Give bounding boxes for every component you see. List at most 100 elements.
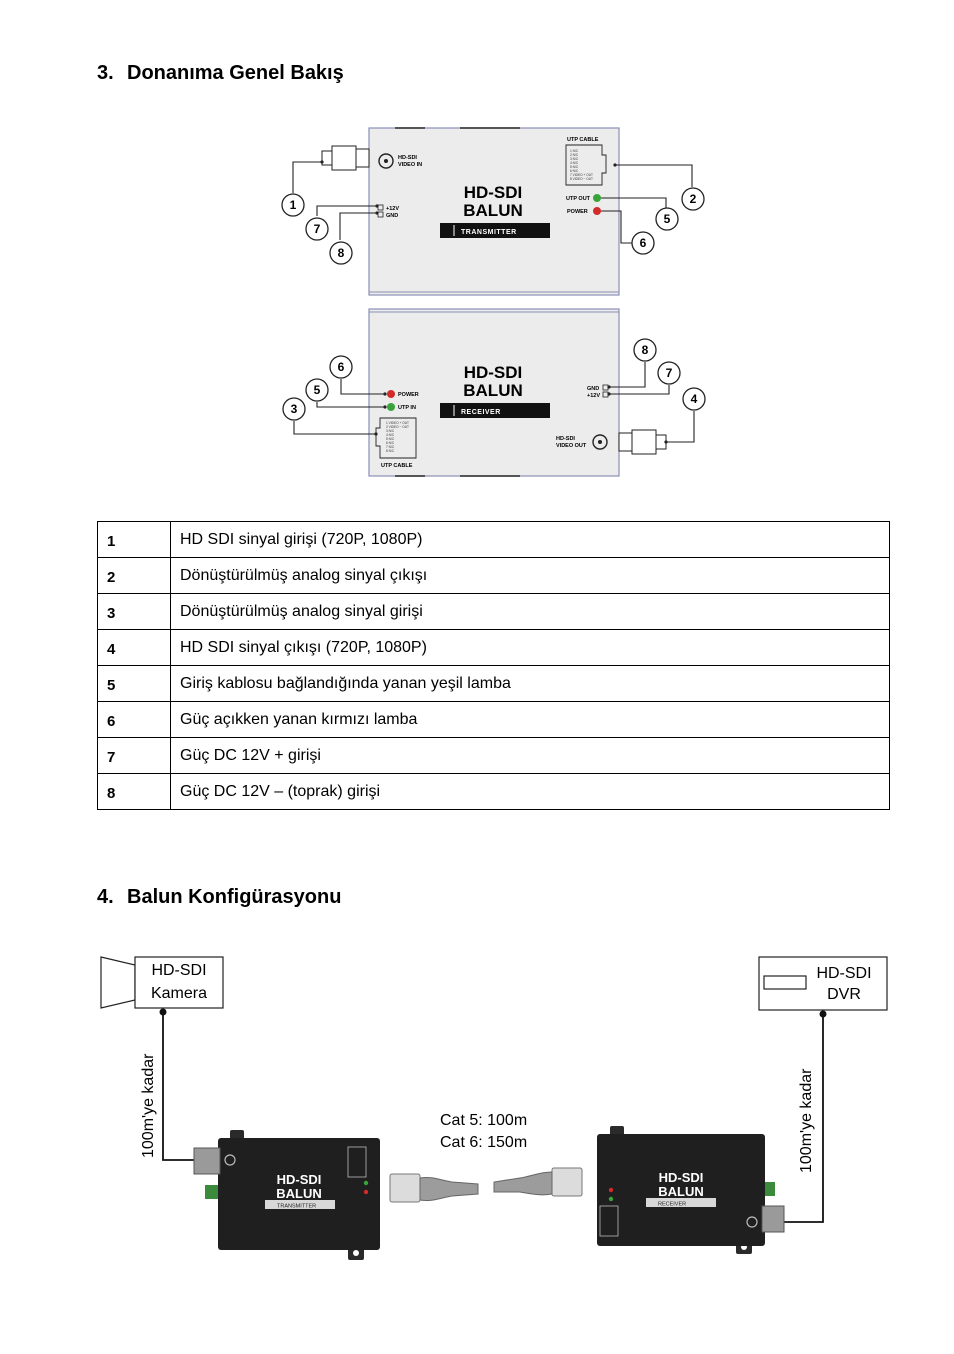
section-title: Balun Konfigürasyonu — [127, 886, 342, 908]
svg-text:6 N/C: 6 N/C — [386, 441, 395, 445]
description-cell: Güç açıkken yanan kırmızı lamba — [170, 701, 890, 738]
cat6-label: Cat 6: 150m — [440, 1134, 527, 1151]
svg-text:7 VIDEO + OUT: 7 VIDEO + OUT — [570, 173, 593, 177]
rx-port-video-l2: VIDEO OUT — [556, 443, 587, 449]
tx-device-badge: TRANSMITTER — [277, 1204, 316, 1210]
callout-8: 8 — [642, 343, 649, 357]
section-title: Donanıma Genel Bakış — [127, 62, 344, 84]
svg-text:8 N/C: 8 N/C — [386, 449, 395, 453]
dvr-label-l1: HD-SDI — [816, 965, 871, 982]
rx-device-model-l1: HD-SDI — [659, 1170, 704, 1185]
svg-text:3 N/C: 3 N/C — [570, 157, 579, 161]
rx-power-gnd: GND — [587, 386, 599, 392]
red-led-icon — [387, 390, 395, 398]
rj45-port-icon — [375, 417, 417, 459]
rx-device-badge: RECEIVER — [658, 1202, 686, 1208]
tx-utp-cable: UTP CABLE — [567, 137, 599, 143]
tx-utp-out: UTP OUT — [566, 196, 591, 202]
svg-text:3 N/C: 3 N/C — [386, 429, 395, 433]
callout-2: 2 — [690, 192, 697, 206]
camera-lens-icon — [100, 956, 136, 1009]
tx-power-plus: +12V — [386, 206, 399, 212]
bnc-port-icon — [378, 153, 394, 169]
bnc-connector-icon — [193, 1147, 221, 1175]
callout-5: 5 — [314, 383, 321, 397]
bnc-connector-icon — [761, 1205, 785, 1233]
transmitter-device: HD-SDI BALUN TRANSMITTER — [193, 1130, 380, 1260]
svg-text:6 N/C: 6 N/C — [570, 169, 579, 173]
power-terminal-icon — [765, 1182, 775, 1196]
callout-3: 3 — [291, 402, 298, 416]
camera-label-l2: Kamera — [151, 985, 207, 1002]
section-number: 3. — [97, 62, 114, 84]
section-4-heading: 4. Balun Konfigürasyonu — [97, 886, 341, 909]
dvr-label-l2: DVR — [827, 986, 861, 1003]
rx-model-l2: BALUN — [463, 381, 523, 400]
rx-device-model-l2: BALUN — [658, 1184, 704, 1199]
tx-port-video-l2: VIDEO IN — [398, 162, 422, 168]
transmitter-panel: HD-SDI VIDEO IN +12V GND HD-SDI BALUN TR… — [281, 127, 705, 296]
section-number: 4. — [97, 886, 114, 908]
description-cell: Dönüştürülmüş analog sinyal çıkışı — [170, 557, 890, 594]
right-distance-label: 100m'ye kadar — [798, 1068, 815, 1173]
svg-text:5 N/C: 5 N/C — [386, 437, 395, 441]
rx-utp-in: UTP IN — [398, 405, 416, 411]
tx-bnc-connector-icon — [321, 145, 370, 171]
tx-device-model-l1: HD-SDI — [277, 1172, 322, 1187]
rj45-plug-icon — [551, 1167, 583, 1197]
svg-text:5 N/C: 5 N/C — [570, 165, 579, 169]
svg-text:2 VIDEO − OUT: 2 VIDEO − OUT — [386, 425, 409, 429]
svg-text:2 N/C: 2 N/C — [570, 153, 579, 157]
callout-number-cell: 8 — [97, 773, 171, 810]
svg-text:7 N/C: 7 N/C — [386, 445, 395, 449]
rx-utp-cable: UTP CABLE — [381, 463, 413, 469]
description-cell: Güç DC 12V – (toprak) girişi — [170, 773, 890, 810]
camera-label-l1: HD-SDI — [151, 962, 206, 979]
green-led-icon — [387, 403, 395, 411]
tx-callouts — [281, 187, 705, 265]
left-distance-label: 100m'ye kadar — [140, 1053, 157, 1158]
callout-number-cell: 6 — [97, 701, 171, 738]
receiver-device: HD-SDI BALUN RECEIVER — [597, 1126, 785, 1254]
svg-text:4 N/C: 4 N/C — [570, 161, 579, 165]
green-led-icon — [593, 194, 601, 202]
tx-model-l2: BALUN — [463, 201, 523, 220]
bnc-port-icon — [592, 434, 608, 450]
rx-callouts — [282, 338, 706, 421]
receiver-panel: HD-SDI BALUN RECEIVER POWER UTP IN 1 VID… — [282, 308, 706, 477]
rx-badge-label: RECEIVER — [461, 409, 501, 416]
callout-number-cell: 2 — [97, 557, 171, 594]
tx-power-led: POWER — [567, 209, 588, 215]
callout-8: 8 — [338, 246, 345, 260]
rx-power-led: POWER — [398, 392, 419, 398]
rx-power-plus: +12V — [587, 393, 600, 399]
dvr-slot-icon — [763, 975, 807, 990]
cat5-label: Cat 5: 100m — [440, 1112, 527, 1129]
camera: HD-SDI Kamera — [100, 956, 224, 1009]
callout-5: 5 — [664, 212, 671, 226]
tx-port-video-l1: HD-SDI — [398, 155, 417, 161]
svg-text:8 VIDEO − OUT: 8 VIDEO − OUT — [570, 177, 593, 181]
callout-6: 6 — [640, 236, 647, 250]
svg-text:4 N/C: 4 N/C — [386, 433, 395, 437]
tx-model-l1: HD-SDI — [464, 183, 523, 202]
rj45-port-icon — [565, 144, 607, 186]
callout-7: 7 — [314, 222, 321, 236]
tx-power-gnd: GND — [386, 213, 398, 219]
tx-badge-label: TRANSMITTER — [461, 229, 517, 236]
rx-bnc-connector-icon — [618, 429, 667, 455]
hardware-overview-diagram: HD-SDI VIDEO IN +12V GND HD-SDI BALUN TR… — [281, 127, 706, 477]
rx-port-video-l1: HD-SDI — [556, 436, 575, 442]
callout-number-cell: 7 — [97, 737, 171, 774]
rj45-plug-icon — [389, 1173, 421, 1203]
power-terminal-icon — [205, 1185, 218, 1199]
callout-7: 7 — [666, 366, 673, 380]
description-cell: HD SDI sinyal çıkışı (720P, 1080P) — [170, 629, 890, 666]
tx-badge — [440, 223, 550, 238]
